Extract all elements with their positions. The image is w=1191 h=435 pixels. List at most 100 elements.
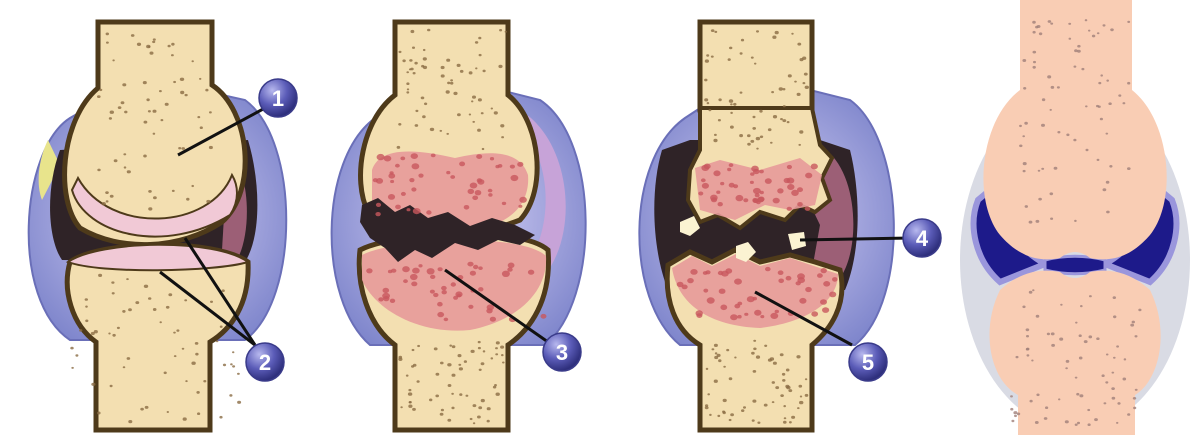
- texture-dot: [1036, 220, 1040, 223]
- texture-dot: [402, 266, 410, 272]
- texture-dot: [407, 208, 411, 211]
- texture-dot: [423, 66, 427, 69]
- texture-dot: [97, 95, 101, 98]
- texture-dot: [488, 193, 492, 197]
- texture-dot: [449, 345, 452, 347]
- texture-dot: [210, 301, 213, 303]
- texture-dot: [756, 30, 759, 32]
- texture-dot: [778, 279, 784, 284]
- texture-dot: [399, 51, 402, 53]
- texture-dot: [1135, 389, 1138, 391]
- texture-dot: [487, 420, 490, 423]
- texture-dot: [820, 299, 827, 305]
- texture-dot: [153, 133, 156, 135]
- texture-dot: [1075, 322, 1077, 324]
- texture-dot: [153, 110, 157, 113]
- texture-dot: [782, 379, 785, 382]
- texture-dot: [1029, 291, 1033, 294]
- texture-dot: [232, 365, 235, 367]
- texture-dot: [112, 292, 115, 294]
- marker-3: 3: [543, 333, 581, 371]
- texture-dot: [1051, 344, 1055, 347]
- texture-dot: [736, 195, 744, 201]
- texture-dot: [1113, 296, 1116, 299]
- texture-dot: [153, 308, 157, 311]
- texture-dot: [410, 68, 413, 71]
- texture-dot: [743, 406, 746, 408]
- texture-dot: [707, 297, 715, 303]
- texture-dot: [716, 191, 720, 194]
- texture-dot: [1117, 402, 1120, 405]
- texture-dot: [750, 140, 754, 143]
- texture-dot: [713, 139, 717, 142]
- texture-dot: [183, 417, 187, 420]
- texture-dot: [733, 103, 736, 106]
- texture-dot: [687, 278, 694, 283]
- texture-dot: [799, 385, 803, 388]
- texture-dot: [495, 353, 498, 355]
- texture-dot: [805, 86, 809, 89]
- texture-dot: [450, 82, 453, 85]
- texture-dot: [519, 197, 527, 203]
- texture-dot: [1074, 66, 1077, 68]
- texture-dot: [415, 124, 419, 127]
- texture-dot: [797, 202, 803, 207]
- texture-dot: [160, 321, 162, 323]
- texture-dot: [171, 54, 174, 56]
- texture-dot: [441, 66, 445, 69]
- texture-dot: [422, 115, 426, 118]
- texture-dot: [720, 182, 724, 185]
- texture-dot: [1026, 335, 1029, 337]
- texture-dot: [770, 357, 774, 360]
- texture-dot: [1050, 192, 1054, 195]
- texture-dot: [447, 419, 451, 422]
- texture-dot: [714, 31, 717, 33]
- texture-dot: [1033, 66, 1036, 69]
- texture-dot: [541, 314, 547, 319]
- marker-5: 5: [849, 343, 887, 381]
- texture-dot: [448, 384, 452, 387]
- texture-dot: [759, 170, 764, 174]
- texture-dot: [150, 52, 154, 55]
- texture-dot: [491, 357, 494, 359]
- texture-dot: [753, 116, 756, 118]
- texture-dot: [478, 37, 481, 40]
- texture-dot: [471, 350, 475, 353]
- texture-dot: [71, 367, 74, 369]
- texture-dot: [472, 96, 476, 99]
- texture-dot: [475, 41, 478, 44]
- texture-dot: [1022, 306, 1025, 309]
- texture-dot: [1105, 381, 1108, 383]
- texture-dot: [378, 297, 383, 301]
- texture-dot: [1113, 357, 1116, 359]
- texture-dot: [1127, 21, 1130, 23]
- texture-dot: [734, 279, 742, 285]
- texture-dot: [434, 347, 438, 350]
- texture-dot: [1097, 32, 1100, 34]
- texture-dot: [502, 202, 506, 205]
- texture-dot: [383, 296, 389, 301]
- texture-dot: [789, 421, 792, 423]
- texture-dot: [1084, 340, 1088, 343]
- texture-dot: [457, 64, 461, 67]
- texture-dot: [122, 310, 125, 313]
- texture-dot: [470, 418, 473, 420]
- texture-dot: [458, 354, 462, 357]
- texture-dot: [729, 163, 734, 167]
- texture-dot: [478, 406, 482, 409]
- texture-dot: [1025, 205, 1028, 208]
- texture-dot: [496, 393, 500, 396]
- texture-dot: [400, 406, 402, 408]
- texture-dot: [199, 78, 201, 80]
- texture-dot: [166, 306, 170, 309]
- texture-dot: [787, 184, 794, 190]
- texture-dot: [734, 357, 736, 359]
- texture-dot: [707, 393, 710, 395]
- texture-dot: [1080, 305, 1083, 307]
- texture-dot: [437, 302, 443, 307]
- marker-3-label: 3: [556, 340, 568, 365]
- texture-dot: [1088, 30, 1090, 32]
- texture-dot: [391, 269, 396, 273]
- texture-dot: [510, 165, 515, 169]
- texture-dot: [821, 268, 827, 273]
